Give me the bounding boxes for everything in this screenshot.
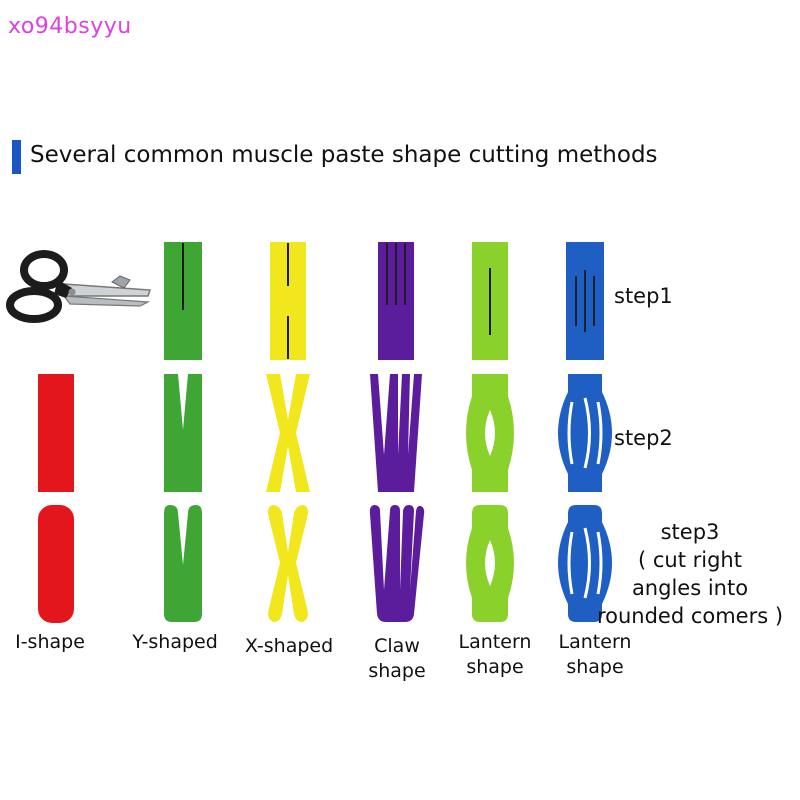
watermark: xo94bsyyu xyxy=(8,14,132,39)
shape-label-claw: Claw shape xyxy=(342,634,452,684)
shape-label-lantern-blue: Lantern shape xyxy=(540,630,650,680)
page-title: Several common muscle paste shape cuttin… xyxy=(30,142,658,168)
x-shape-step3 xyxy=(268,505,308,622)
y-shape-step3 xyxy=(164,505,202,622)
y-shape-step1 xyxy=(164,242,202,360)
step3-title: step3 xyxy=(660,520,720,544)
i-shape-step3 xyxy=(38,505,74,623)
lantern-green-step1 xyxy=(472,242,508,360)
step3-note-line: rounded comers ) xyxy=(596,604,784,628)
claw-shape-step3 xyxy=(369,505,425,622)
shape-label-line: shape xyxy=(368,660,426,682)
lantern-green-step2 xyxy=(466,374,514,492)
shape-label-line: shape xyxy=(466,656,524,678)
shape-label-line: Y-shaped xyxy=(132,631,218,653)
step1-label: step1 xyxy=(614,284,673,308)
claw-shape-step1 xyxy=(378,242,414,360)
step3-note-line: ( cut right xyxy=(638,548,742,572)
lantern-blue-step3 xyxy=(558,505,612,622)
y-shape-step2 xyxy=(164,374,202,492)
shape-label-i: I-shape xyxy=(0,630,105,655)
scissors-icon xyxy=(6,250,152,323)
lantern-blue-step2 xyxy=(558,374,612,492)
shape-label-line: I-shape xyxy=(15,631,85,653)
lantern-blue-step1 xyxy=(566,242,604,360)
shape-label-line: Lantern xyxy=(558,631,632,653)
x-shape-step2 xyxy=(266,374,310,492)
step2-label: step2 xyxy=(614,426,673,450)
step3-note-line: angles into xyxy=(631,576,749,600)
shape-label-line: Claw xyxy=(374,635,420,657)
x-shape-step1 xyxy=(270,242,306,360)
lantern-green-step3 xyxy=(466,505,514,622)
claw-shape-step2 xyxy=(370,374,422,492)
shape-label-line: shape xyxy=(566,656,624,678)
step3-label: step3 ( cut right angles into rounded co… xyxy=(580,518,800,630)
shape-label-y: Y-shaped xyxy=(120,630,230,655)
shape-label-x: X-shaped xyxy=(234,634,344,659)
heading-accent-bar xyxy=(12,140,21,174)
i-shape-step2 xyxy=(38,374,74,492)
shape-label-line: Lantern xyxy=(458,631,532,653)
shape-label-lantern-green: Lantern shape xyxy=(440,630,550,680)
shape-label-line: X-shaped xyxy=(244,635,334,657)
